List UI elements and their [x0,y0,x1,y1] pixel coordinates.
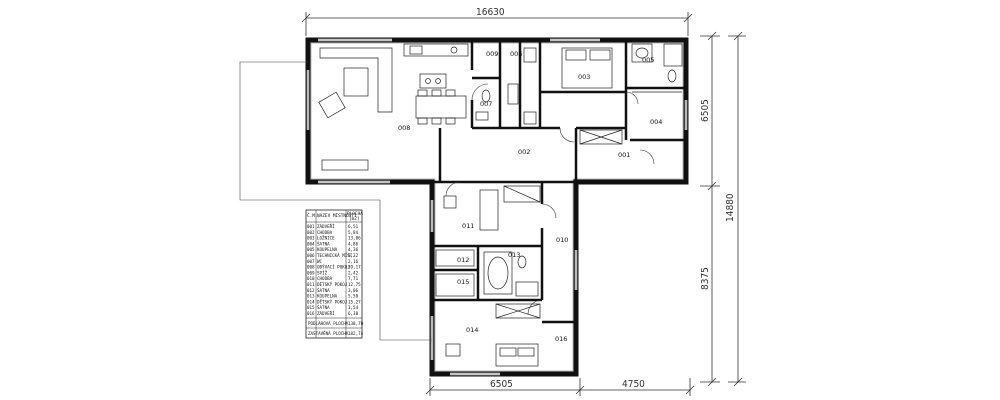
room-label-016: 016 [555,335,567,343]
bathtub-icon [483,251,513,295]
room-label-006: 006 [510,50,522,58]
legend-row-area: 3,54 [348,305,359,310]
dim-top-width: 16630 [476,7,505,18]
room-label-010: 010 [556,236,568,244]
legend-row-name: ŠATNA [317,305,330,310]
exterior-walls [305,37,689,377]
legend-row-name: KOUPELNA [317,294,338,299]
window-lines [306,38,688,376]
windows [306,38,688,376]
legend-row-num: 011 [307,282,315,287]
room-label-001: 001 [618,151,630,159]
legend-row-area: 5,32 [348,253,359,258]
legend-row-area: 2,42 [348,270,359,275]
terrace-outline [239,61,432,341]
legend-row-name: TECHNICKÁ MÍST. [317,253,355,258]
dim-right-total: 14880 [725,193,736,222]
legend-row-name: SPÍŽ [317,270,328,275]
legend-row-area: 39,17 [348,265,361,270]
legend-header-name: NÁZEV MÍSTNOSTI [317,211,357,219]
legend-header-area: PLOCHA [347,211,363,217]
furniture [318,43,683,367]
room-label-003: 003 [578,73,590,81]
legend-row-name: OBÝVACÍ POKOJ [317,265,350,270]
legend-total-floor-label: PODLAHOVÁ PLOCHA [308,321,349,326]
dining-table-icon [415,95,467,119]
legend-row-area: 5,84 [348,230,359,235]
room-label-015: 015 [457,278,469,286]
legend-row-name: WC [317,259,323,264]
bed-icon [561,47,613,89]
legend-row-area: 7,71 [348,276,359,281]
legend-row-name: ZÁDVEŘÍ [317,311,335,316]
room-label-004: 004 [650,118,662,126]
dim-right-lower: 8375 [700,267,711,290]
legend-row-area: 13,06 [348,236,361,241]
legend-row-num: 016 [307,311,315,316]
legend-row-area: 4,36 [348,247,359,252]
legend-row-area: 2,16 [348,259,359,264]
room-label-007: 007 [480,100,492,108]
room-label-013: 013 [508,251,520,259]
legend-row-name: ZÁDVEŘÍ [317,224,335,229]
room-label-012: 012 [457,256,469,264]
legend-row-num: 003 [307,236,315,241]
legend-row-name: CHODBA [317,230,333,235]
legend-row-name: ŠATNA [317,288,330,293]
legend-row-num: 009 [307,270,315,275]
dimension-lines [301,12,746,396]
room-labels: 001 002 003 004 005 006 007 008 009 010 011 012 013 0… [398,50,662,343]
legend-row-area: 6,51 [348,224,359,229]
dim-bottom-right: 4750 [622,379,645,390]
room-label-009: 009 [486,50,498,58]
sofa-icon [319,47,393,113]
legend-total-floor-value: 138,70 [348,321,364,326]
legend-row-num: 001 [307,224,315,229]
room-label-002: 002 [518,148,530,156]
legend-row-num: 007 [307,259,315,264]
legend-total-built-value: 182,74 [348,331,364,336]
legend-row-num: 014 [307,299,315,304]
room-label-011: 011 [462,222,474,230]
legend-row-area: 4,86 [348,241,359,246]
legend-row-area: 15,27 [348,299,361,304]
legend-row-area: 5,50 [348,294,359,299]
dim-bottom-left: 6505 [490,379,513,390]
legend-row-num: 013 [307,294,315,299]
interior-walls [432,40,686,324]
legend-row-area: 12,75 [348,282,361,287]
legend-row-num: 005 [307,247,315,252]
room-label-005: 005 [642,56,654,64]
legend-header-unit: [m2] [349,216,360,222]
legend-row-name: CHODBA [317,276,333,281]
legend-header-num: Č.M. [307,212,318,219]
legend-row-num: 006 [307,253,315,258]
legend-row-num: 015 [307,305,315,310]
legend-row-area: 3,06 [348,288,359,293]
legend-row-num: 008 [307,265,315,270]
room-label-008: 008 [398,124,410,132]
dim-right-upper: 6505 [700,99,711,122]
legend-row-name: KOUPELNA [317,247,338,252]
legend-row-num: 002 [307,230,315,235]
legend-row-name: DĚTSKÝ POKOJ [317,282,347,287]
legend-row-num: 010 [307,276,315,281]
room-label-014: 014 [466,326,478,334]
legend-total-built-label: ZASTAVĚNÁ PLOCHA [308,331,349,336]
legend-row-name: ŠATNA [317,241,330,246]
legend-row-name: DĚTSKÝ POKOJ [317,299,347,304]
legend-row-area: 6,38 [348,311,359,316]
legend-row-num: 012 [307,288,315,293]
legend-row-name: LOŽNICE [317,236,335,241]
door-swings [445,83,655,315]
legend-row-num: 004 [307,241,315,246]
